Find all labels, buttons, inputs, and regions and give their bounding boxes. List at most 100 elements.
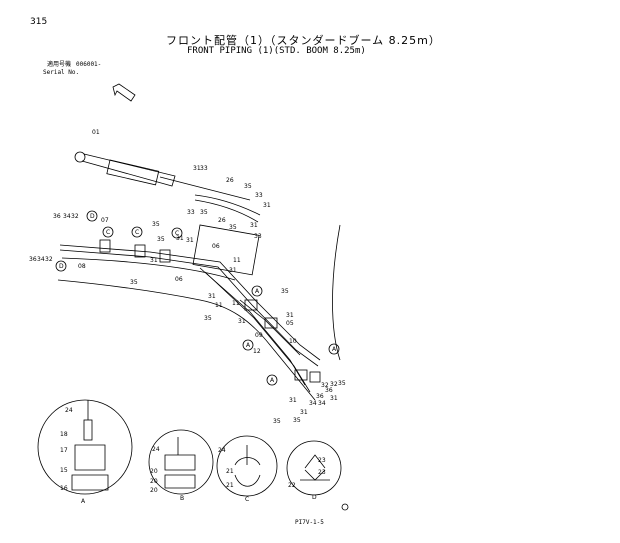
- callout: 06: [175, 276, 183, 283]
- callout: 32: [45, 256, 53, 263]
- callout: 35: [281, 288, 289, 295]
- callout: 35: [273, 418, 281, 425]
- callout: 11: [233, 257, 241, 264]
- detail-a-parts: [71, 400, 109, 491]
- callout: 31: [250, 222, 258, 229]
- callout: 31: [150, 257, 158, 264]
- callout: 31: [300, 409, 308, 416]
- callout: 32: [330, 381, 338, 388]
- callout: 34: [37, 256, 45, 263]
- boom-outline: [57, 224, 341, 401]
- part-number: 18: [60, 431, 68, 438]
- callout: 34: [309, 400, 317, 407]
- letter-d: D: [90, 213, 95, 220]
- callout: 35: [244, 183, 252, 190]
- detail-c-circle: [216, 435, 278, 497]
- callout: 33: [254, 233, 262, 240]
- callout: 35: [204, 315, 212, 322]
- letter-d: D: [59, 263, 64, 270]
- callout: 31: [186, 237, 194, 244]
- detail-letters: A B C D: [81, 494, 317, 505]
- part-number: 20: [150, 468, 158, 475]
- upper-hoses: [192, 194, 261, 276]
- callout: 31: [229, 267, 237, 274]
- callout: 33: [187, 209, 195, 216]
- callout: 12: [253, 348, 261, 355]
- part-number: 15: [60, 467, 68, 474]
- circle-letter-markers: [55, 210, 340, 386]
- footer-code: PI7V-1-5: [295, 519, 324, 526]
- callout: 31: [286, 312, 294, 319]
- direction-arrow-icon: [112, 83, 136, 102]
- part-number: 23: [318, 469, 326, 476]
- callout: 35: [229, 224, 237, 231]
- callout: 33: [200, 165, 208, 172]
- serial-label-en: Serial No.: [43, 69, 80, 76]
- callout: 35: [152, 221, 160, 228]
- callout: 10: [289, 338, 297, 345]
- callout: 36: [325, 387, 333, 394]
- serial-value: 006001-: [76, 61, 102, 68]
- front-pipes: [59, 244, 321, 393]
- detail-d-circle: [286, 440, 342, 496]
- callout: 31: [208, 293, 216, 300]
- clamps: [99, 239, 321, 383]
- letter-a: A: [255, 288, 260, 295]
- boom-cylinder: [74, 151, 251, 201]
- callout: 07: [101, 217, 109, 224]
- part-number: 23: [318, 457, 326, 464]
- callout: 11: [232, 300, 240, 307]
- part-number: 17: [60, 447, 68, 454]
- callout: 34: [63, 213, 71, 220]
- callout: 36: [316, 393, 324, 400]
- circle-letter-labels: D C C C D A A A A: [59, 213, 337, 384]
- callout: 31: [193, 165, 201, 172]
- callout: 06: [212, 243, 220, 250]
- callout: 35: [200, 209, 208, 216]
- letter-c: C: [135, 229, 139, 236]
- serial-label-jp: 適用号機: [47, 61, 72, 68]
- callout: 26: [218, 217, 226, 224]
- part-number: 16: [60, 485, 68, 492]
- callout: 31: [176, 235, 184, 242]
- callout: 36: [29, 256, 37, 263]
- callout: 35: [157, 236, 165, 243]
- part-number: 20: [150, 487, 158, 494]
- callout: 08: [78, 263, 86, 270]
- callout: 31: [330, 395, 338, 402]
- callout: 31: [263, 202, 271, 209]
- detail-d-label: D: [312, 494, 317, 501]
- callout-labels: 01 31 33 26 35 33 31 33 35 26 35 31 36 3…: [29, 129, 346, 425]
- part-number: 24: [218, 447, 226, 454]
- callout: 32: [321, 382, 329, 389]
- part-number: 24: [152, 446, 160, 453]
- callout: 33: [255, 192, 263, 199]
- letter-a: A: [270, 377, 275, 384]
- detail-d-parts: [300, 454, 330, 481]
- page-number: 315: [30, 17, 48, 27]
- callout: 11: [215, 302, 223, 309]
- callout: 01: [92, 129, 100, 136]
- callout: 35: [338, 380, 346, 387]
- callout: 05: [286, 320, 294, 327]
- callout: 35: [293, 417, 301, 424]
- detail-a-circle: [37, 399, 133, 495]
- page-title-en: FRONT PIPING (1)(STD. BOOM 8.25m): [187, 46, 366, 56]
- callout: 26: [226, 177, 234, 184]
- detail-part-numbers: 24 18 17 15 16 24 20 20 20 24 21 21 22 2…: [60, 407, 326, 494]
- part-number: 22: [288, 482, 296, 489]
- letter-c: C: [175, 230, 179, 237]
- detail-b-parts: [164, 437, 196, 489]
- part-number: 24: [65, 407, 73, 414]
- part-number: 21: [226, 482, 234, 489]
- registration-mark-icon: [341, 503, 349, 511]
- callout: 35: [130, 279, 138, 286]
- detail-c-parts: [234, 445, 261, 487]
- letter-a: A: [246, 342, 251, 349]
- detail-c-label: C: [245, 496, 249, 503]
- letter-a: A: [332, 346, 337, 353]
- detail-a-label: A: [81, 498, 86, 505]
- callout: 36: [53, 213, 61, 220]
- callout: 34: [318, 400, 326, 407]
